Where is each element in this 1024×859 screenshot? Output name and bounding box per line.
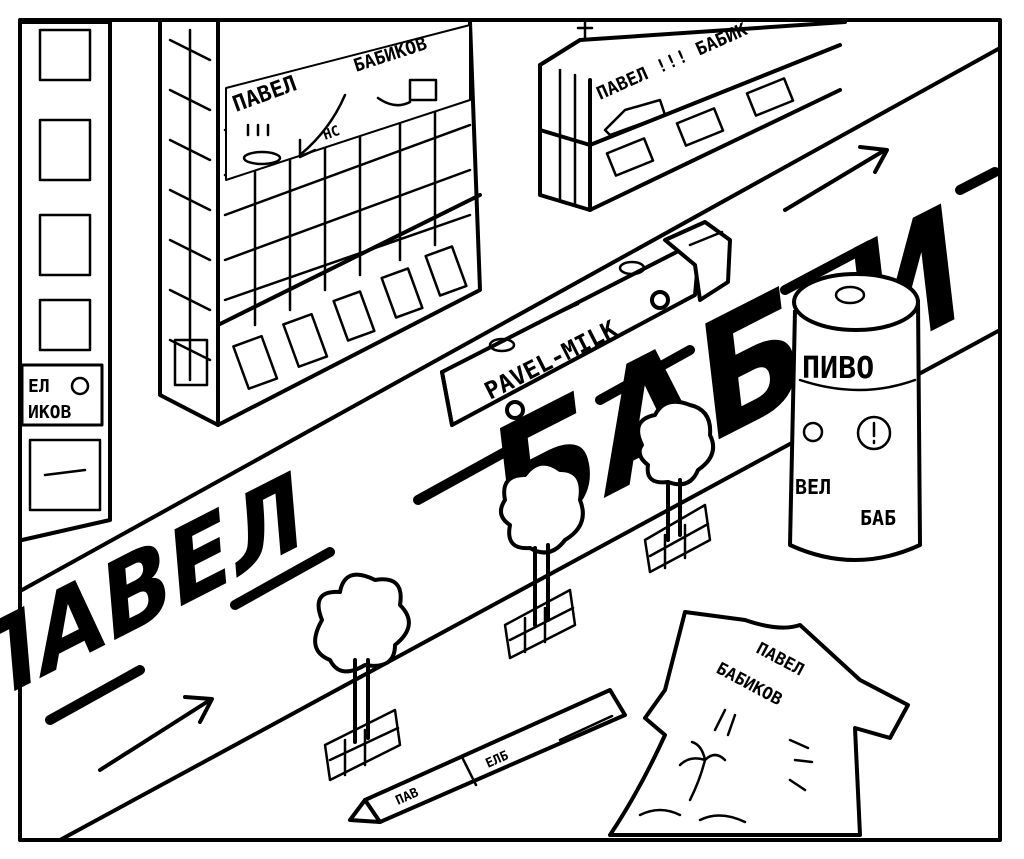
beer-can-line-a: ВЕЛ <box>795 475 831 499</box>
tree <box>636 399 715 574</box>
beer-can-label: ПИВО <box>802 351 874 386</box>
plant-icon <box>576 18 594 42</box>
tree <box>499 461 585 660</box>
steaming-cup-icon <box>242 123 282 166</box>
left-tower-sign-line2: ИКОВ <box>28 402 72 423</box>
peace-icon <box>70 376 90 396</box>
direction-arrow-icon <box>98 695 214 772</box>
car-icon <box>603 98 667 137</box>
tshirt: ПАВЕЛ БАБИКОВ <box>608 610 910 837</box>
sun-icon <box>788 738 814 792</box>
tree <box>313 572 411 782</box>
image-border <box>18 18 1002 842</box>
road-text: ПАВЕЛ <box>0 451 318 736</box>
beer-can-line-b: БАБ <box>860 506 896 530</box>
left-tower-sign-line1: ЕЛ <box>28 376 50 397</box>
direction-arrow-icon <box>783 145 889 212</box>
palm-tree-icon <box>678 740 727 802</box>
center-tower: ПАВЕЛ БАБИКОВ НС <box>158 20 482 427</box>
beer-can: ПИВО ВЕЛ БАБ <box>788 272 922 562</box>
pen: ПАВ ЕЛБ <box>348 688 627 824</box>
seagull-icon <box>713 708 737 737</box>
radio-icon <box>376 78 438 107</box>
exclamation-icon <box>856 415 892 451</box>
road-upper-edge <box>20 46 1002 592</box>
right-building: ПАВЕЛ !!! БАБИК <box>538 18 847 212</box>
flower-icon <box>802 421 824 443</box>
arrow-icon <box>298 93 347 159</box>
left-tower: ЕЛ ИКОВ <box>20 20 112 542</box>
